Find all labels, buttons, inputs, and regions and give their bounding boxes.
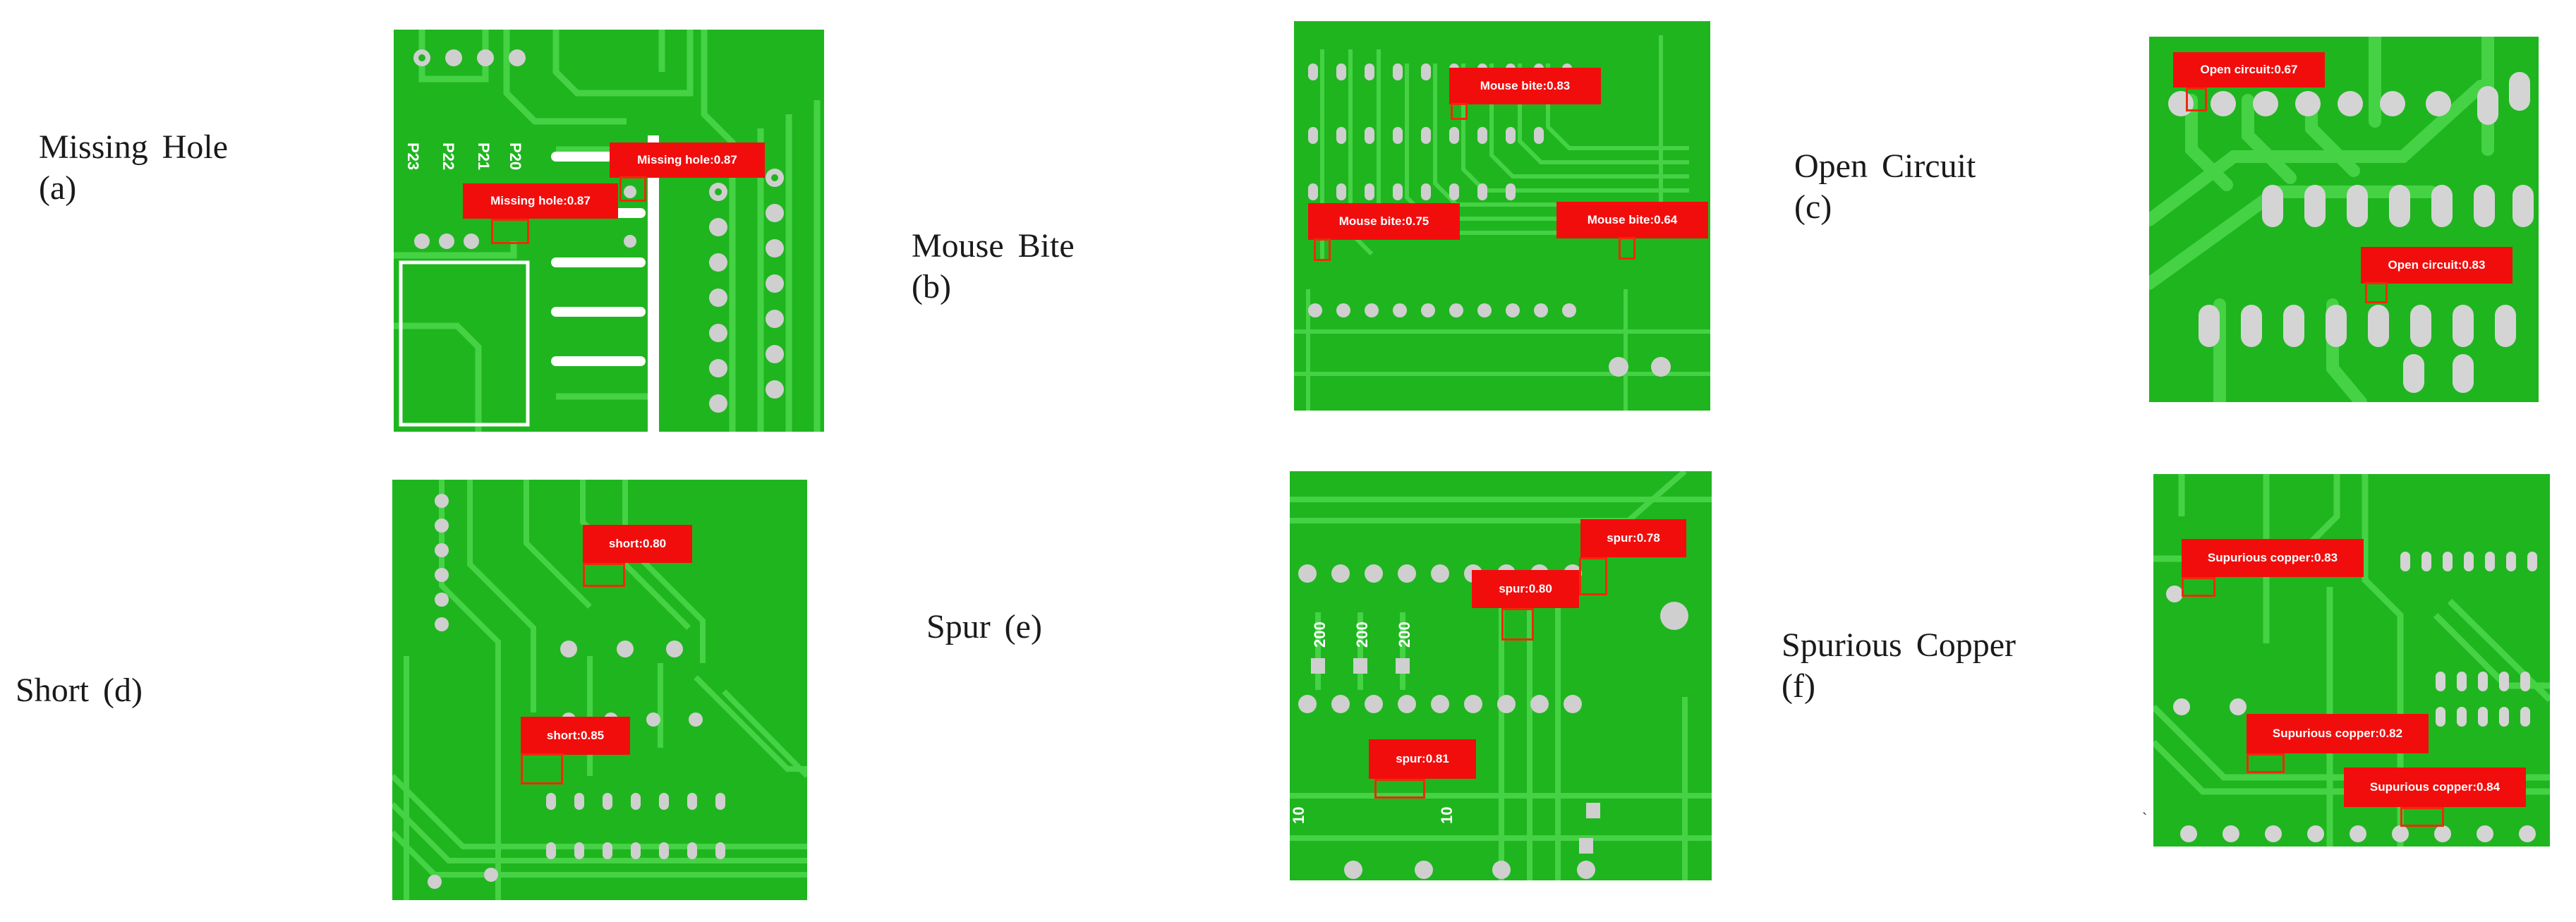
detection-label-a1: Missing hole:0.87 bbox=[610, 142, 765, 178]
svg-text:P23: P23 bbox=[404, 142, 422, 170]
svg-text:P22: P22 bbox=[440, 142, 457, 170]
caption-b-letter: (b) bbox=[912, 268, 951, 305]
detection-box-c2 bbox=[2365, 282, 2388, 303]
stray-mark: ` bbox=[2142, 810, 2148, 827]
detection-box-d1 bbox=[583, 563, 625, 587]
caption-d-title: Short (d) bbox=[16, 672, 143, 709]
caption-c-title: Open Circuit bbox=[1794, 147, 1976, 185]
pcb-image-d: short:0.80 short:0.85 bbox=[392, 480, 807, 900]
detection-label-b2: Mouse bite:0.75 bbox=[1308, 203, 1460, 240]
svg-text:10: 10 bbox=[1438, 807, 1456, 824]
caption-b: Mouse Bite (b) bbox=[912, 226, 1144, 308]
svg-text:10: 10 bbox=[1290, 807, 1307, 824]
pcb-image-b: Mouse bite:0.83 Mouse bite:0.75 Mouse bi… bbox=[1294, 21, 1710, 411]
caption-c-letter: (c) bbox=[1794, 188, 1832, 226]
svg-text:P20: P20 bbox=[507, 142, 524, 170]
detection-box-e3 bbox=[1374, 779, 1425, 799]
detection-label-b3: Mouse bite:0.64 bbox=[1556, 202, 1708, 238]
detection-box-b2 bbox=[1314, 238, 1331, 261]
caption-a-title: Missing Hole bbox=[39, 128, 229, 166]
caption-a: Missing Hole (a) bbox=[39, 127, 258, 209]
svg-text:200: 200 bbox=[1396, 621, 1413, 648]
detection-label-a2: Missing hole:0.87 bbox=[463, 183, 618, 219]
detection-box-f1 bbox=[2182, 577, 2215, 597]
detection-label-b1: Mouse bite:0.83 bbox=[1449, 68, 1601, 104]
detection-box-a1 bbox=[619, 176, 646, 202]
detection-box-e1 bbox=[1579, 557, 1607, 595]
detection-label-c1: Open circuit:0.67 bbox=[2173, 52, 2325, 87]
detection-label-c2: Open circuit:0.83 bbox=[2361, 247, 2512, 284]
detection-label-f1: Supurious copper:0.83 bbox=[2182, 539, 2364, 577]
detection-label-d2: short:0.85 bbox=[521, 717, 630, 755]
detection-box-c1 bbox=[2186, 87, 2207, 111]
pcb-artwork-a: P23 P22 P21 P20 bbox=[394, 30, 824, 432]
caption-d: Short (d) bbox=[16, 670, 143, 711]
detection-box-a2 bbox=[491, 219, 529, 244]
detection-box-e2 bbox=[1501, 608, 1534, 641]
detection-label-d1: short:0.80 bbox=[583, 525, 692, 563]
detection-box-b1 bbox=[1451, 103, 1468, 120]
detection-label-f3: Supurious copper:0.84 bbox=[2344, 768, 2526, 807]
caption-b-title: Mouse Bite bbox=[912, 227, 1075, 265]
svg-text:200: 200 bbox=[1353, 621, 1371, 648]
pcb-image-e: 200 200 200 10 10 spur:0.78 spur:0.80 sp… bbox=[1290, 471, 1712, 880]
caption-f: Spurious Copper (f) bbox=[1782, 625, 2059, 707]
detection-box-d2 bbox=[521, 753, 563, 784]
pcb-artwork-c bbox=[2149, 37, 2539, 402]
detection-label-e3: spur:0.81 bbox=[1369, 739, 1476, 779]
caption-f-title: Spurious Copper bbox=[1782, 626, 2016, 664]
caption-c: Open Circuit (c) bbox=[1794, 146, 2027, 228]
svg-text:P21: P21 bbox=[475, 142, 492, 170]
caption-e-title: Spur (e) bbox=[926, 608, 1042, 645]
detection-label-e2: spur:0.80 bbox=[1472, 570, 1579, 608]
detection-box-f2 bbox=[2247, 753, 2285, 773]
svg-text:200: 200 bbox=[1311, 621, 1329, 648]
caption-f-letter: (f) bbox=[1782, 667, 1815, 705]
detection-label-f2: Supurious copper:0.82 bbox=[2247, 714, 2429, 753]
detection-box-b3 bbox=[1619, 237, 1635, 260]
detection-box-f3 bbox=[2400, 807, 2444, 827]
caption-a-letter: (a) bbox=[39, 169, 77, 207]
pcb-image-c: Open circuit:0.67 Open circuit:0.83 bbox=[2149, 37, 2539, 402]
pcb-image-f: Supurious copper:0.83 Supurious copper:0… bbox=[2153, 474, 2550, 847]
detection-label-e1: spur:0.78 bbox=[1580, 519, 1686, 557]
caption-e: Spur (e) bbox=[926, 607, 1042, 648]
pcb-image-a: P23 P22 P21 P20 Missing hole:0.87 Missin… bbox=[394, 30, 824, 432]
